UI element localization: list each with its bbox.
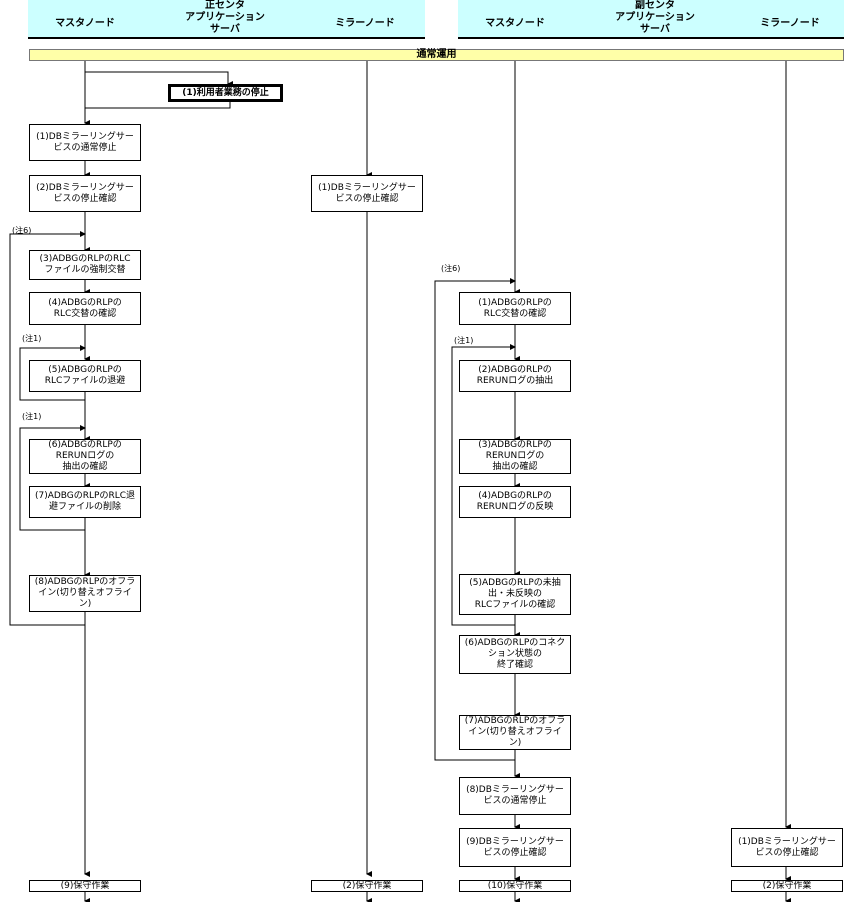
header-left-center (28, 0, 425, 37)
header-right-app-server: 副センタ アプリケーション サーバ (615, 0, 695, 35)
banner-normal-operation: 通常運用 (29, 49, 844, 61)
step-left-mirror-1: (1)DBミラーリングサー ビスの停止確認 (311, 175, 423, 212)
step-right-master-6: (6)ADBGのRLPのコネク ション状態の 終了確認 (459, 635, 571, 674)
step-left-master-8: (8)ADBGのRLPのオフラ イン(切り替えオフライン) (29, 575, 141, 612)
note-1-right: (注1) (454, 336, 474, 345)
header-left-master: マスタノード (55, 18, 115, 29)
step-right-master-10: (10)保守作業 (459, 880, 571, 892)
step-right-mirror-2: (2)保守作業 (731, 880, 843, 892)
step-left-master-9: (9)保守作業 (29, 880, 141, 892)
step-left-master-7: (7)ADBGのRLPのRLC退 避ファイルの削除 (29, 486, 141, 518)
step-right-master-9: (9)DBミラーリングサー ビスの停止確認 (459, 828, 571, 867)
step-right-master-8: (8)DBミラーリングサー ビスの通常停止 (459, 777, 571, 815)
step-left-master-4: (4)ADBGのRLPの RLC交替の確認 (29, 292, 141, 325)
step-right-master-7: (7)ADBGのRLPのオフラ イン(切り替えオフライン) (459, 715, 571, 750)
step-left-mirror-2: (2)保守作業 (311, 880, 423, 892)
note-6-left: (注6) (12, 226, 32, 235)
step-right-mirror-1: (1)DBミラーリングサー ビスの停止確認 (731, 828, 843, 867)
note-1-left-lower: (注1) (22, 412, 42, 421)
step-right-master-4: (4)ADBGのRLPの RERUNログの反映 (459, 486, 571, 518)
header-divider-left (28, 37, 425, 39)
step-left-master-3: (3)ADBGのRLPのRLC ファイルの強制交替 (29, 250, 141, 280)
note-1-left-upper: (注1) (22, 334, 42, 343)
step-right-master-2: (2)ADBGのRLPの RERUNログの抽出 (459, 360, 571, 392)
step-left-master-2: (2)DBミラーリングサー ビスの停止確認 (29, 175, 141, 212)
step-left-master-1: (1)DBミラーリングサー ビスの通常停止 (29, 124, 141, 161)
header-right-center (458, 0, 844, 37)
step-left-master-6: (6)ADBGのRLPの RERUNログの 抽出の確認 (29, 439, 141, 474)
note-6-right: (注6) (441, 264, 461, 273)
header-divider-right (458, 37, 844, 39)
step-right-master-3: (3)ADBGのRLPの RERUNログの 抽出の確認 (459, 439, 571, 474)
header-left-mirror: ミラーノード (335, 18, 395, 29)
step-right-master-5: (5)ADBGのRLPの未抽 出・未反映の RLCファイルの確認 (459, 574, 571, 615)
step-right-master-1: (1)ADBGのRLPの RLC交替の確認 (459, 292, 571, 325)
step-stop-user-business: (1)利用者業務の停止 (168, 84, 283, 102)
header-right-master: マスタノード (485, 18, 545, 29)
header-right-mirror: ミラーノード (760, 18, 820, 29)
step-left-master-5: (5)ADBGのRLPの RLCファイルの退避 (29, 360, 141, 392)
header-left-app-server: 正センタ アプリケーション サーバ (185, 0, 265, 35)
